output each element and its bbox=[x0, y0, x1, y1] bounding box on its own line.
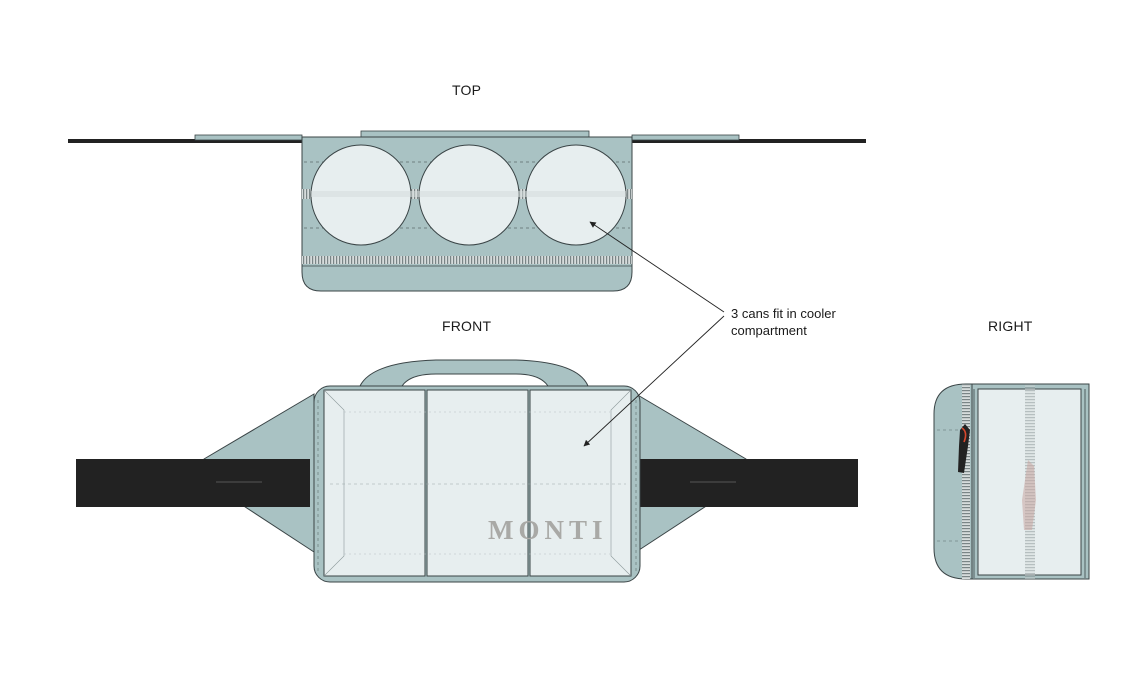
front-view: MONTI bbox=[76, 359, 858, 583]
top-view-label: TOP bbox=[452, 82, 482, 98]
right-side-zipper bbox=[962, 384, 970, 579]
callout-arrow-top bbox=[589, 221, 725, 313]
front-panel-1 bbox=[323, 389, 426, 577]
top-strap-pad-right bbox=[631, 134, 740, 141]
brand-logo: MONTI bbox=[488, 515, 608, 545]
callout-arrows bbox=[583, 221, 725, 447]
right-view-label: RIGHT bbox=[988, 318, 1033, 334]
top-view bbox=[68, 130, 866, 292]
front-panel-3 bbox=[529, 389, 632, 577]
front-view-label: FRONT bbox=[442, 318, 492, 334]
callout-line-2: compartment bbox=[731, 323, 807, 338]
callout-arrow-front bbox=[583, 315, 725, 447]
right-zipper-pull bbox=[958, 424, 970, 473]
front-handle bbox=[359, 359, 589, 387]
front-strap-right bbox=[640, 459, 858, 507]
top-handle bbox=[360, 130, 590, 138]
front-panel-2 bbox=[426, 389, 529, 577]
front-strap-left bbox=[76, 459, 310, 507]
right-view bbox=[933, 383, 1090, 580]
top-bottom-zipper bbox=[302, 256, 632, 264]
callout-note: 3 cans fit in cooler compartment bbox=[731, 305, 836, 339]
callout-line-1: 3 cans fit in cooler bbox=[731, 306, 836, 321]
top-strap-pad-left bbox=[194, 134, 303, 141]
